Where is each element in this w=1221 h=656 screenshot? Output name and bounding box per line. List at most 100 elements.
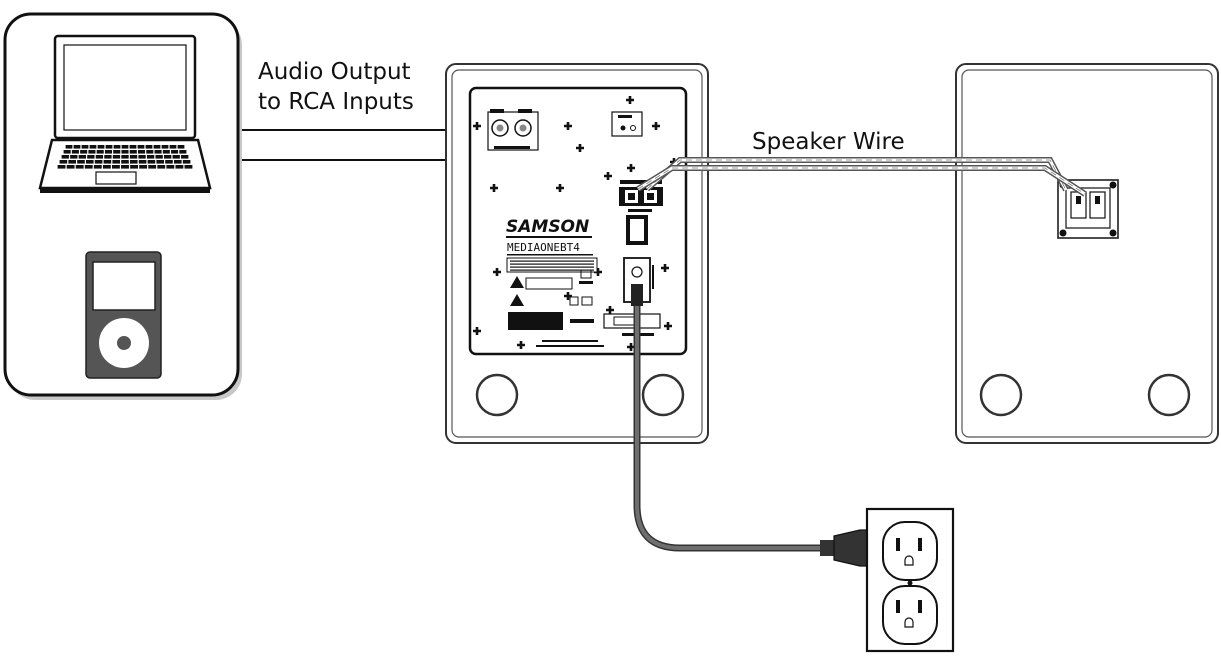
laptop-keyboard	[57, 145, 193, 169]
speaker-wire-label: Speaker Wire	[752, 129, 905, 155]
keyboard-key	[164, 155, 172, 159]
bass-port-left	[475, 373, 519, 417]
keyboard-key	[88, 150, 96, 154]
keyboard-key	[63, 150, 71, 154]
power-inlet[interactable]	[623, 257, 654, 303]
keyboard-key	[177, 145, 185, 149]
rca-input-jacks[interactable]	[487, 109, 539, 151]
keyboard-key	[112, 155, 121, 159]
keyboard-key	[129, 155, 138, 159]
keyboard-key	[102, 165, 111, 169]
screw-icon	[661, 264, 669, 272]
keyboard-key	[93, 165, 102, 169]
bass-port-right	[1147, 373, 1191, 417]
warning-label	[506, 257, 598, 273]
screw-icon	[473, 122, 481, 130]
source-devices-panel	[3, 12, 242, 400]
keyboard-key	[113, 150, 121, 154]
fine-print-line	[510, 260, 594, 262]
speaker-wire	[636, 157, 1087, 197]
keyboard-key	[70, 155, 78, 159]
screw-icon	[564, 292, 572, 300]
keyboard-key	[104, 150, 112, 154]
keyboard-key	[146, 155, 155, 159]
main-speaker: SAMSON MEDIAONEBT4	[445, 63, 709, 444]
keyboard-key	[139, 165, 148, 169]
screw-icon	[604, 172, 612, 180]
keyboard-key	[175, 165, 184, 169]
keyboard-key	[77, 160, 85, 164]
keyboard-key	[162, 150, 170, 154]
keyboard-key	[161, 145, 169, 149]
screw-icon	[473, 327, 481, 335]
keyboard-key	[84, 165, 93, 169]
keyboard-key	[105, 145, 113, 149]
keyboard-key	[148, 165, 157, 169]
model-name: MEDIAONEBT4	[507, 241, 580, 254]
keyboard-key	[104, 155, 112, 159]
screw-icon	[626, 96, 634, 104]
keyboard-key	[113, 145, 121, 149]
fine-print-line	[510, 269, 594, 271]
keyboard-key	[112, 160, 120, 164]
keyboard-key	[68, 160, 76, 164]
keyboard-key	[66, 165, 75, 169]
keyboard-key	[146, 150, 154, 154]
keyboard-key	[157, 165, 166, 169]
speaker-output-terminals[interactable]	[619, 180, 663, 212]
keyboard-key	[145, 145, 153, 149]
keyboard-key	[169, 145, 177, 149]
keyboard-key	[129, 145, 137, 149]
keyboard-key	[130, 160, 138, 164]
keyboard-key	[153, 145, 161, 149]
keyboard-key	[61, 155, 69, 159]
keyboard-key	[179, 150, 187, 154]
pairing-control[interactable]	[611, 111, 643, 137]
keyboard-key	[166, 165, 175, 169]
power-switch[interactable]	[626, 215, 648, 245]
keyboard-key	[182, 160, 191, 164]
keyboard-key	[86, 160, 94, 164]
keyboard-key	[75, 165, 84, 169]
keyboard-key	[129, 150, 137, 154]
bass-port-right	[641, 373, 685, 417]
keyboard-key	[95, 155, 104, 159]
keyboard-key	[172, 155, 180, 159]
power-plug-icon	[631, 284, 890, 567]
keyboard-key	[71, 150, 79, 154]
keyboard-key	[121, 150, 129, 154]
keyboard-key	[147, 160, 156, 164]
speaker-input-terminals[interactable]	[1057, 179, 1119, 239]
keyboard-key	[78, 155, 86, 159]
keyboard-key	[121, 160, 129, 164]
screw-icon	[493, 268, 501, 276]
caution-symbols	[510, 269, 593, 306]
screw-icon	[564, 122, 572, 130]
media-player-icon	[85, 251, 162, 379]
keyboard-key	[156, 160, 164, 164]
keyboard-key	[103, 160, 112, 164]
keyboard-key	[59, 160, 68, 164]
keyboard-key	[184, 165, 193, 169]
keyboard-key	[121, 155, 129, 159]
laptop-icon	[38, 34, 212, 193]
audio-output-label-line1: Audio Output	[258, 59, 411, 85]
audio-output-label-line2: to RCA Inputs	[258, 89, 414, 115]
keyboard-key	[181, 155, 189, 159]
keyboard-key	[121, 165, 129, 169]
screw-icon	[664, 322, 672, 330]
keyboard-key	[138, 160, 147, 164]
screw-icon	[652, 122, 660, 130]
keyboard-key	[94, 160, 103, 164]
keyboard-key	[130, 165, 138, 169]
keyboard-key	[65, 145, 73, 149]
keyboard-key	[171, 150, 179, 154]
keyboard-key	[57, 165, 66, 169]
brand-logo: SAMSON	[506, 217, 589, 237]
keyboard-key	[96, 150, 104, 154]
keyboard-key	[112, 165, 120, 169]
keyboard-key	[73, 145, 81, 149]
keyboard-key	[81, 145, 89, 149]
keyboard-key	[97, 145, 105, 149]
